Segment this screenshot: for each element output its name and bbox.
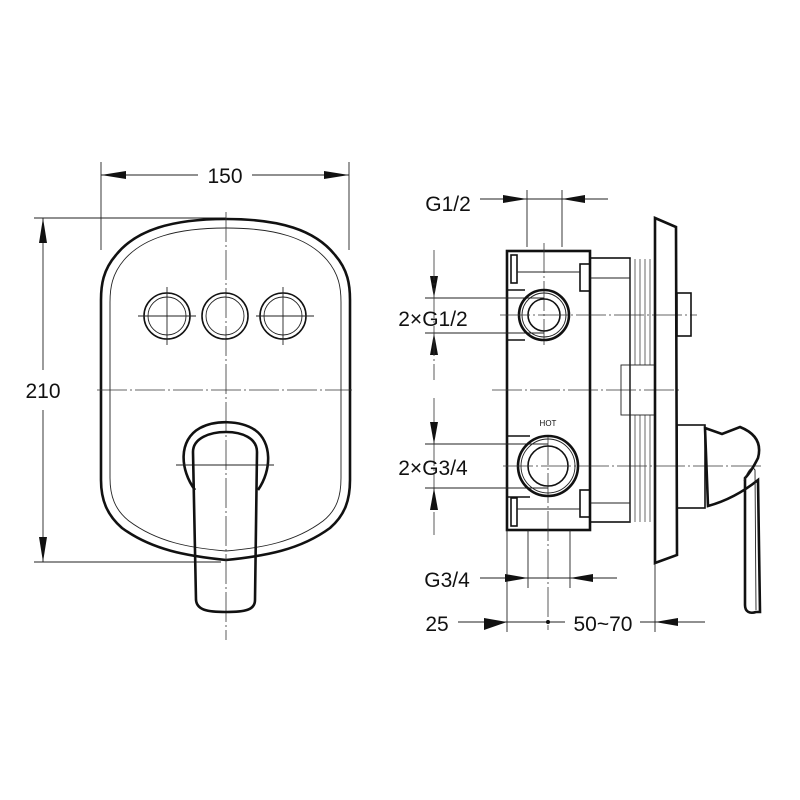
mount-tab [510, 497, 518, 527]
diverter-button [201, 292, 249, 340]
height-dimension: 210 [25, 380, 60, 403]
arrow-icon [503, 195, 527, 203]
depth-min-label: 25 [425, 613, 448, 636]
mount-tab [510, 254, 518, 284]
handle-base [676, 424, 706, 509]
diverter-button [256, 287, 314, 345]
arrow-icon [430, 276, 438, 298]
arrow-icon [324, 171, 349, 179]
arrow-icon [505, 574, 528, 582]
cover-plate [99, 217, 352, 562]
top-outlet-label: G1/2 [425, 193, 471, 216]
arrow-icon [39, 537, 47, 562]
hot-label: HOT [540, 419, 557, 428]
arrow-icon [562, 195, 585, 203]
bottom-outlet-label: G3/4 [424, 569, 470, 592]
lever-handle [191, 430, 259, 614]
upper-inlets-label: 2×G1/2 [398, 308, 467, 331]
arrow-icon [570, 574, 593, 582]
arrow-icon [655, 618, 678, 626]
depth-range-label: 50~70 [574, 613, 633, 636]
thread [629, 259, 651, 522]
arrow-icon [430, 488, 438, 510]
button-stem [676, 292, 692, 337]
diverter-button [138, 287, 196, 345]
cover-plate-side [653, 216, 679, 565]
arrow-icon [430, 422, 438, 444]
cover-plate-inner [109, 227, 342, 552]
mount-tab [579, 489, 591, 518]
lever-side [703, 425, 762, 615]
arrow-icon [39, 218, 47, 243]
inlet-boss [507, 289, 525, 341]
arrow-icon [101, 171, 126, 179]
side-view: G1/2 2×G1/2 [398, 190, 762, 636]
width-dimension: 150 [207, 165, 242, 188]
lower-inlets-label: 2×G3/4 [398, 457, 468, 480]
mount-tab [579, 263, 591, 292]
lever-escutcheon [182, 420, 270, 491]
arrow-icon [484, 618, 507, 630]
front-view: 150 210 [25, 162, 352, 640]
